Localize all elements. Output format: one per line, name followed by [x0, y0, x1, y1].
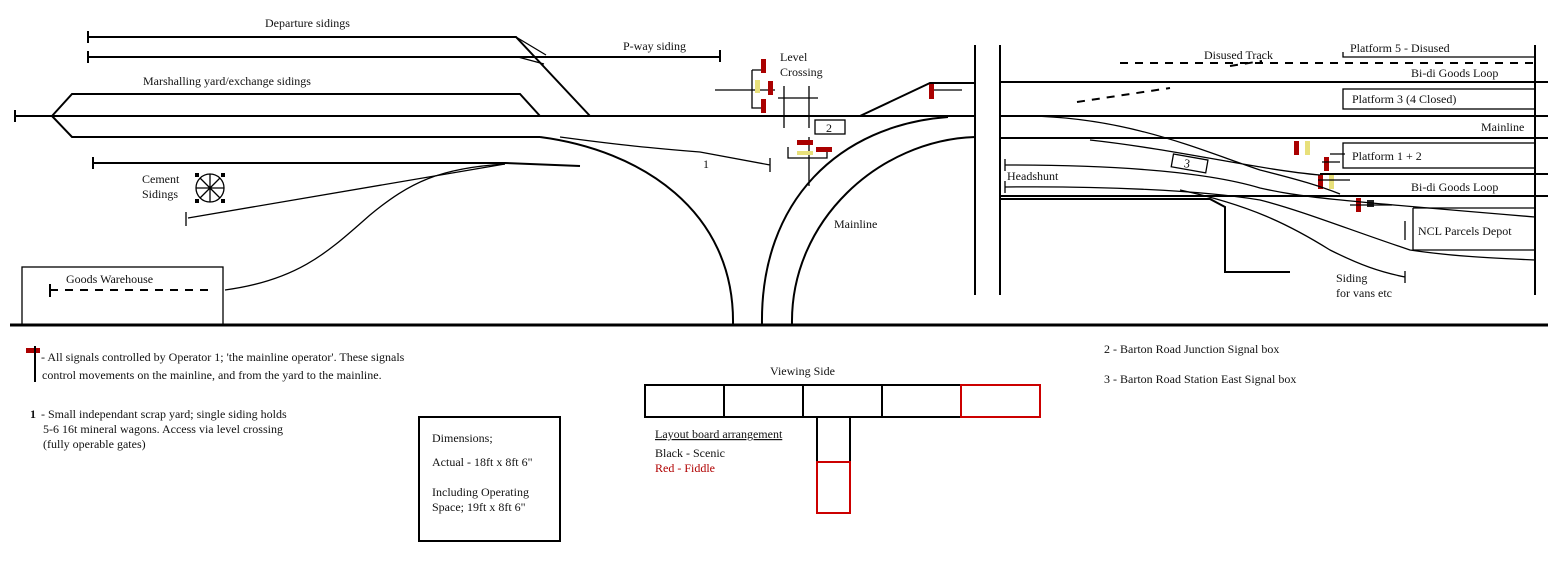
marshalling-yard [14, 93, 975, 138]
bidi-goods-loop-lower-label: Bi-di Goods Loop [1411, 180, 1498, 194]
platform3-label: Platform 3 (4 Closed) [1352, 92, 1456, 106]
siding-vans-label-1: Siding [1336, 271, 1367, 285]
goods-warehouse-label: Goods Warehouse [66, 272, 153, 286]
siding-vans-label-2: for vans etc [1336, 286, 1392, 300]
platform12-label: Platform 1 + 2 [1352, 149, 1422, 163]
pway-siding-label: P-way siding [623, 39, 686, 53]
cement-label-2: Sidings [142, 187, 178, 201]
mainline-curves [539, 82, 976, 326]
legend-one-line1: - Small independant scrap yard; single s… [41, 407, 287, 421]
signal-box-3-description: 3 - Barton Road Station East Signal box [1104, 372, 1296, 386]
board-arrangement [644, 384, 1041, 514]
disused-track-label: Disused Track [1204, 48, 1273, 62]
signal-box-3-label: 3 [1183, 156, 1191, 171]
cement-sidings [92, 136, 771, 291]
cement-label-1: Cement [142, 172, 180, 186]
headshunt-label: Headshunt [1007, 169, 1059, 183]
signal-box-2-label: 2 [826, 121, 832, 135]
signal-box-3: 3 [1170, 153, 1209, 174]
legend-one-line2: 5-6 16t mineral wagons. Access via level… [43, 422, 283, 436]
departure-sidings-label: Departure sidings [265, 16, 350, 30]
legend-signal-line2: control movements on the mainline, and f… [42, 368, 382, 382]
mainline-right-label: Mainline [1481, 120, 1524, 134]
signal-box-2 [814, 119, 846, 135]
red-fiddle-key: Red - Fiddle [655, 461, 715, 475]
legend-one-marker: 1 [30, 407, 36, 421]
dimensions-including-2: Space; 19ft x 8ft 6" [432, 500, 526, 514]
legend-signal-line1: - All signals controlled by Operator 1; … [41, 350, 405, 364]
black-scenic-key: Black - Scenic [655, 446, 725, 460]
station-area [974, 45, 1548, 295]
scrap-yard-marker: 1 [703, 157, 709, 171]
dimensions-box [418, 416, 561, 542]
legend-one-line3: (fully operable gates) [43, 437, 146, 451]
mainline-curve-label: Mainline [834, 217, 877, 231]
level-crossing-label-1: Level [780, 50, 808, 64]
departure-sidings [87, 31, 721, 117]
ncl-parcels-depot-label: NCL Parcels Depot [1418, 224, 1512, 238]
level-crossing-label-2: Crossing [780, 65, 823, 79]
dimensions-including-1: Including Operating [432, 485, 529, 499]
dimensions-title: Dimensions; [432, 431, 493, 445]
signal-box-2-description: 2 - Barton Road Junction Signal box [1104, 342, 1279, 356]
dimensions-actual: Actual - 18ft x 8ft 6" [432, 455, 533, 469]
bidi-goods-loop-upper-label: Bi-di Goods Loop [1411, 66, 1498, 80]
marshalling-label: Marshalling yard/exchange sidings [143, 74, 311, 88]
signal-legend-icon [26, 346, 40, 382]
board-arrangement-title: Layout board arrangement [655, 427, 783, 441]
viewing-side-label: Viewing Side [770, 364, 835, 378]
platform5-label: Platform 5 - Disused [1350, 41, 1450, 55]
